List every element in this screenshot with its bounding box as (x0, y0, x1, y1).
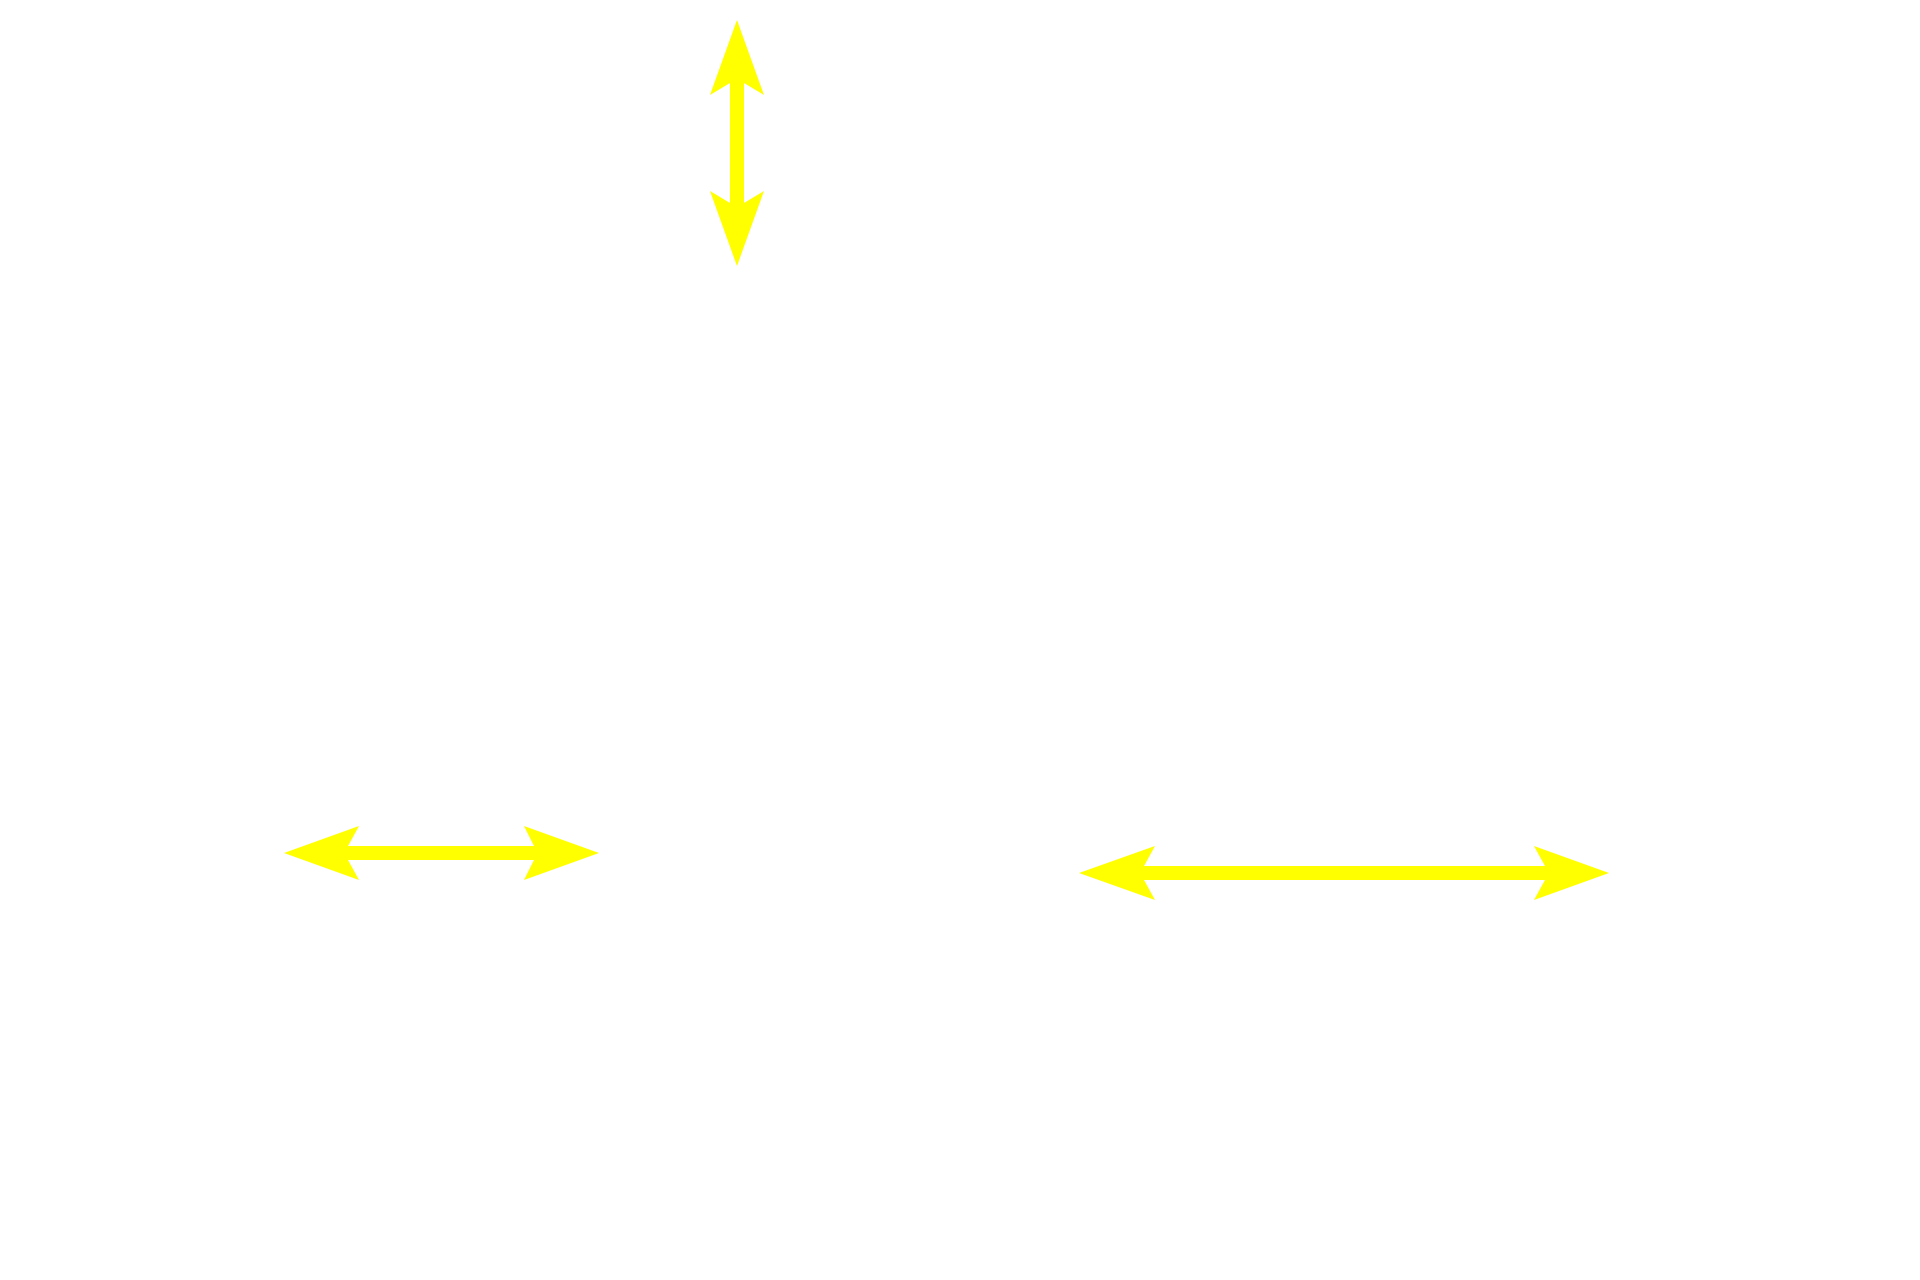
left-horizontal-double-arrow-icon (284, 826, 599, 880)
right-horizontal-double-arrow-icon (1079, 846, 1609, 900)
vertical-double-arrow-icon (710, 20, 764, 266)
